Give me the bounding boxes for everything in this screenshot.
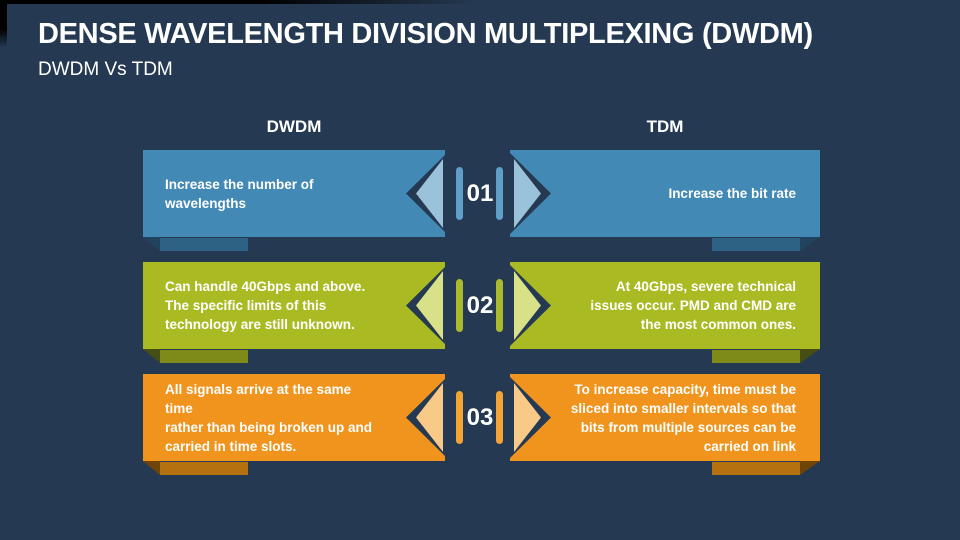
shadow-strip (712, 238, 800, 251)
comparison-row-2: Can handle 40Gbps and above. The specifi… (0, 262, 960, 363)
tdm-banner-1: Increase the bit rate (510, 150, 820, 237)
tdm-banner-1-text: Increase the bit rate (668, 186, 796, 201)
badge-bar-right (496, 391, 503, 444)
step-number: 01 (466, 179, 494, 207)
chevron-right-icon (507, 262, 551, 349)
comparison-row-1: Increase the number of wavelengths Incre… (0, 150, 960, 251)
tdm-banner-2: At 40Gbps, severe technical issues occur… (510, 262, 820, 349)
shadow-fold (800, 237, 820, 251)
shadow-fold (143, 349, 160, 363)
column-header-tdm: TDM (646, 117, 684, 136)
screen-edge-artifact-left (0, 0, 7, 48)
shadow-fold (143, 461, 160, 475)
chevron-left-icon (406, 262, 450, 349)
shadow-strip (712, 462, 800, 475)
shadow-fold (143, 237, 160, 251)
badge-bar-right (496, 279, 503, 332)
step-number: 03 (466, 403, 494, 431)
tdm-banner-3: To increase capacity, time must be slice… (510, 374, 820, 461)
dwdm-banner-3: All signals arrive at the same time rath… (143, 374, 445, 461)
step-number: 02 (466, 291, 494, 319)
dwdm-banner-2-text: Can handle 40Gbps and above. The specifi… (165, 279, 366, 332)
tdm-banner-2-text: At 40Gbps, severe technical issues occur… (590, 279, 796, 332)
screen-edge-artifact-top (0, 0, 480, 4)
badge-bar-left (456, 279, 463, 332)
chevron-left-icon (406, 374, 450, 461)
shadow-strip (712, 350, 800, 363)
shadow-strip (160, 350, 248, 363)
dwdm-banner-1: Increase the number of wavelengths (143, 150, 445, 237)
shadow-strip (160, 238, 248, 251)
chevron-left-icon (406, 150, 450, 237)
chevron-right-icon (507, 150, 551, 237)
dwdm-banner-3-text: All signals arrive at the same time rath… (165, 381, 373, 454)
dwdm-banner-2: Can handle 40Gbps and above. The specifi… (143, 262, 445, 349)
chevron-right-icon (507, 374, 551, 461)
comparison-row-3: All signals arrive at the same time rath… (0, 374, 960, 475)
shadow-strip (160, 462, 248, 475)
page-subtitle: DWDM Vs TDM (38, 59, 173, 80)
badge-bar-right (496, 167, 503, 220)
column-header-dwdm: DWDM (266, 117, 322, 136)
dwdm-banner-1-text: Increase the number of wavelengths (165, 176, 314, 211)
badge-bar-left (456, 167, 463, 220)
shadow-fold (800, 349, 820, 363)
tdm-banner-3-text: To increase capacity, time must be slice… (570, 381, 796, 454)
shadow-fold (800, 461, 820, 475)
badge-bar-left (456, 391, 463, 444)
page-title: DENSE WAVELENGTH DIVISION MULTIPLEXING (… (38, 18, 813, 50)
